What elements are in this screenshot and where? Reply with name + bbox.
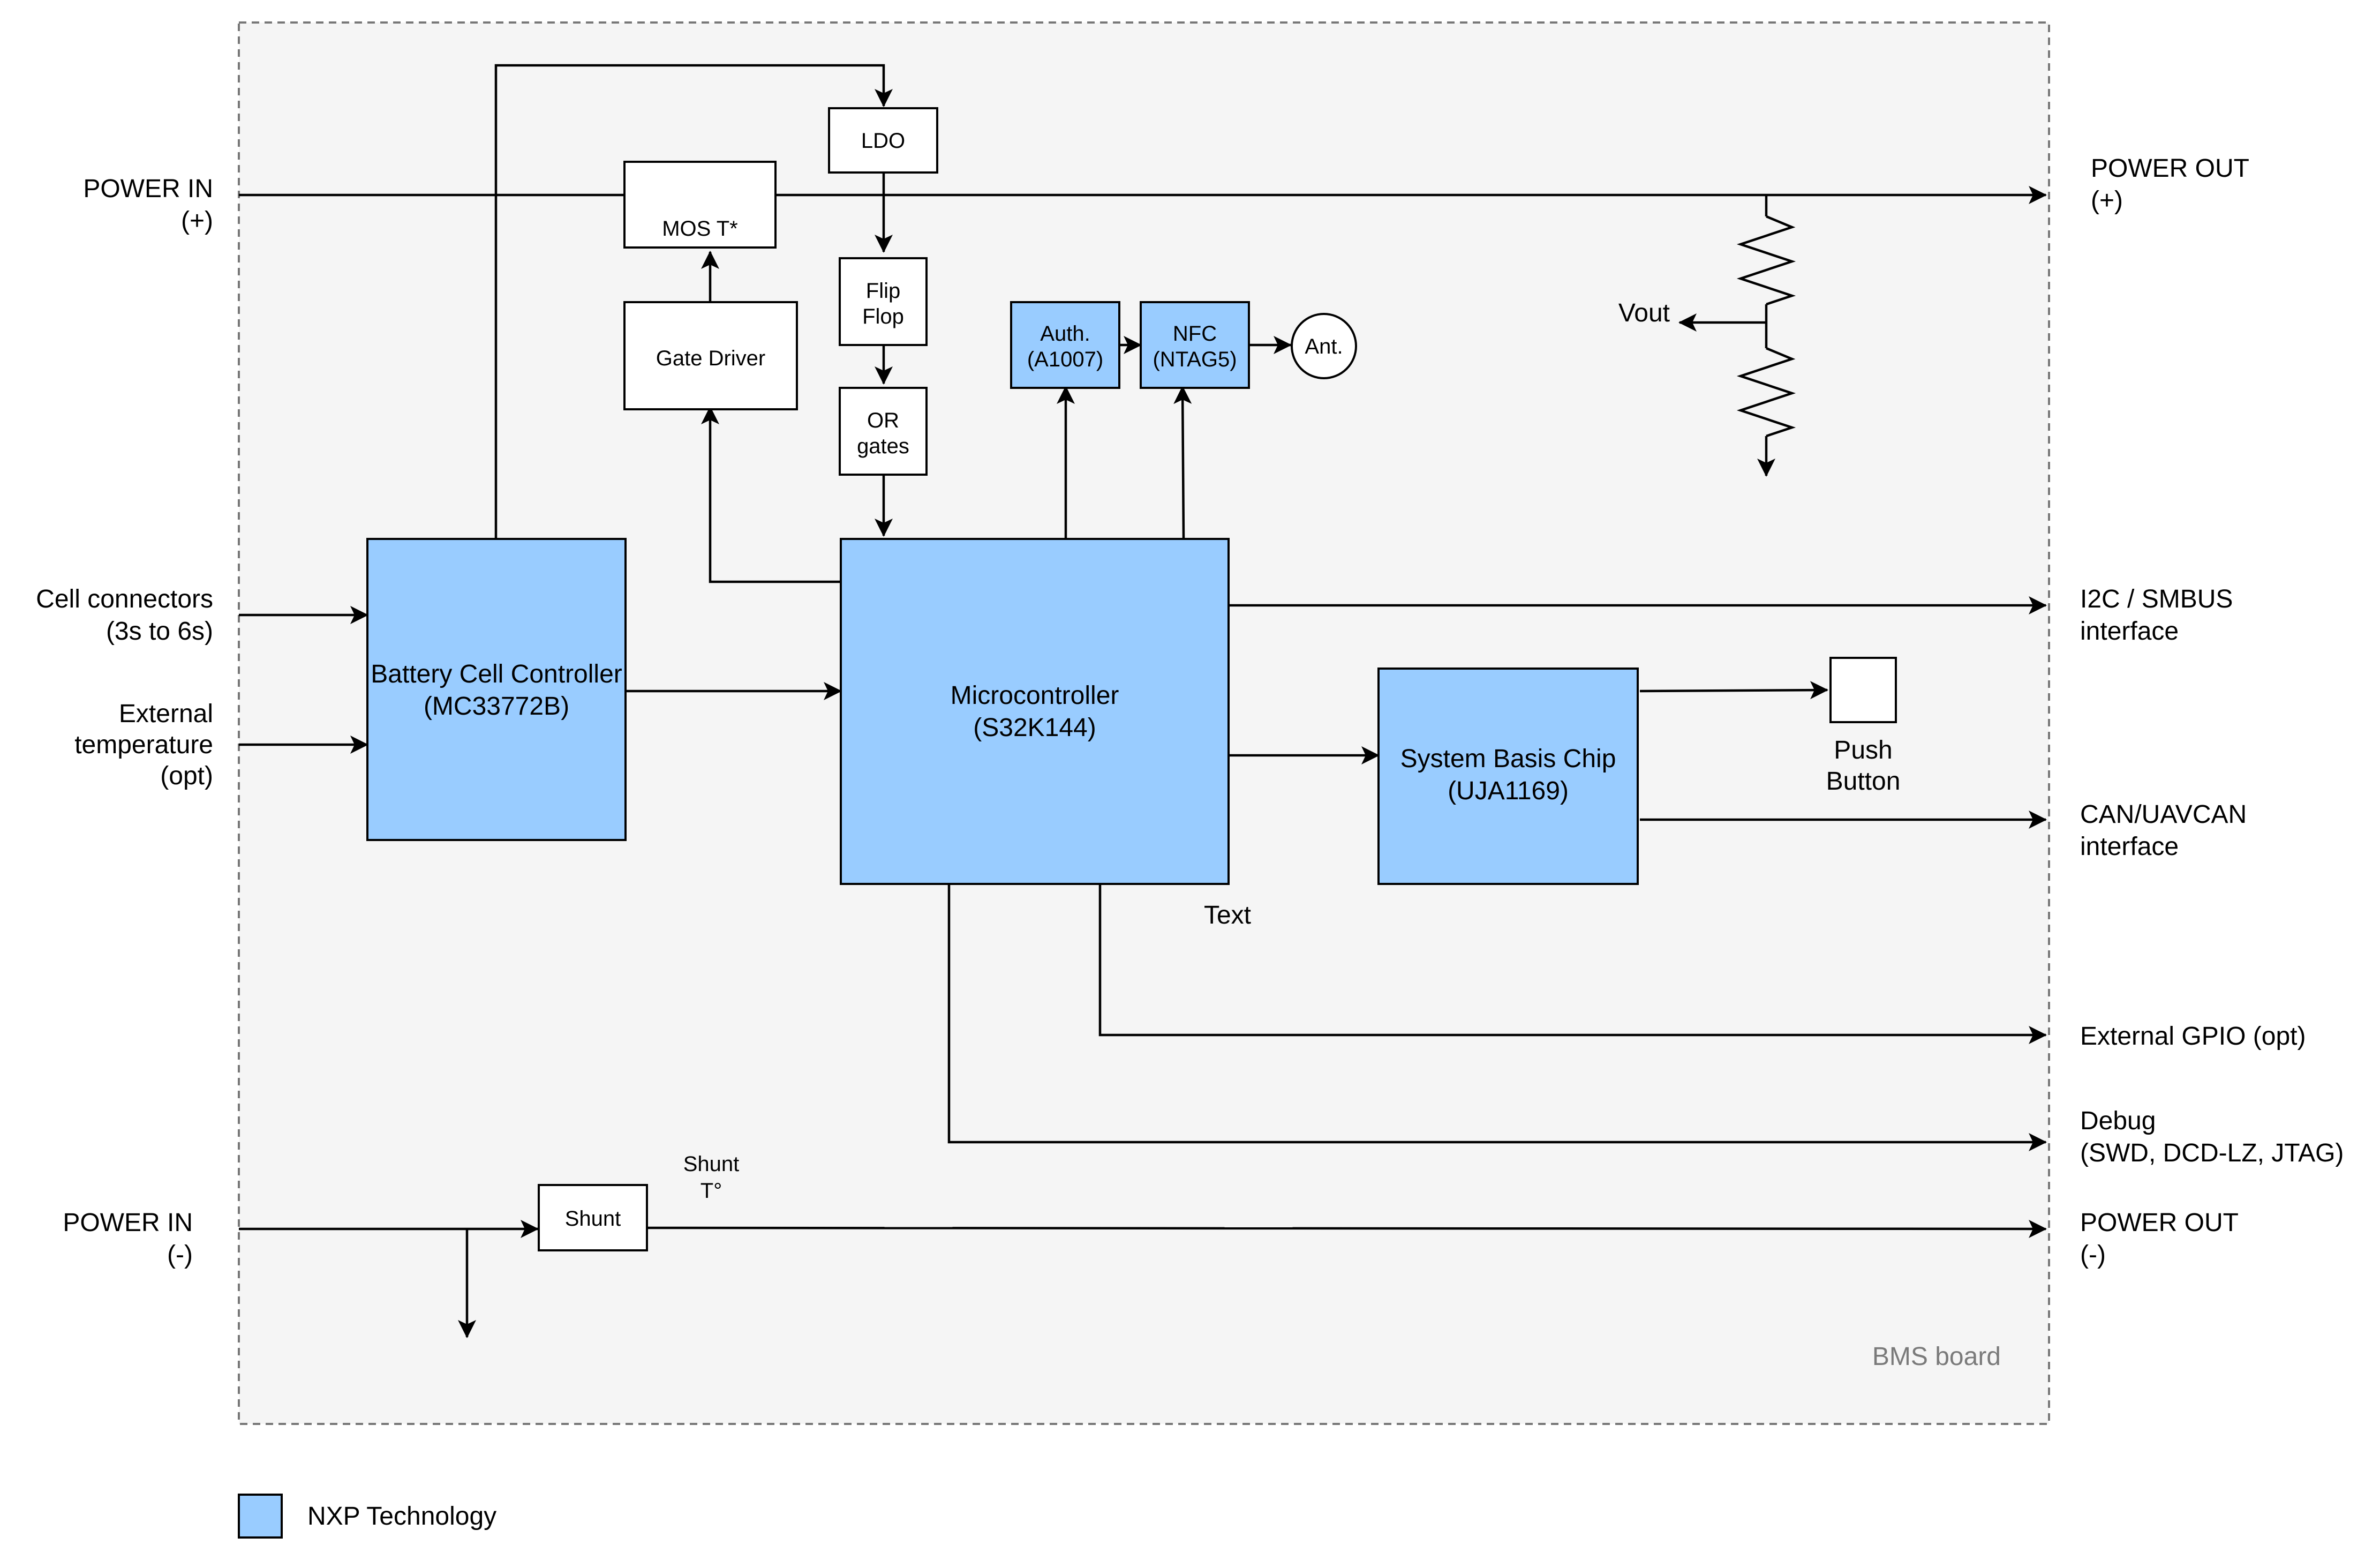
flipflop-label-1: Flip bbox=[866, 279, 900, 303]
gpio-label: External GPIO (opt) bbox=[2080, 1022, 2306, 1051]
cell-connectors-label-2: (3s to 6s) bbox=[106, 617, 213, 646]
auth-block bbox=[1010, 301, 1120, 389]
shunt-block bbox=[538, 1184, 648, 1251]
mcu-to-gate-wire bbox=[701, 406, 841, 583]
legend-swatch bbox=[238, 1494, 283, 1539]
resistor-bottom bbox=[1736, 347, 1796, 438]
mos-label: MOS T* bbox=[662, 217, 738, 241]
mos-block bbox=[623, 161, 777, 249]
power-in-negative-label-1: POWER IN bbox=[63, 1209, 193, 1237]
power-out-negative-label-1: POWER OUT bbox=[2080, 1209, 2239, 1237]
auth-label-2: (A1007) bbox=[1027, 348, 1103, 371]
mcu-to-nfc-wire bbox=[1173, 386, 1192, 539]
sbc-label-2: (UJA1169) bbox=[1448, 777, 1569, 805]
power-in-negative-label-2: (-) bbox=[167, 1241, 193, 1269]
board-label: BMS board bbox=[1872, 1342, 2001, 1371]
mcu-label-2: (S32K144) bbox=[973, 714, 1096, 742]
power-negative-out-wire bbox=[646, 1219, 2047, 1238]
ext-temp-label-3: (opt) bbox=[160, 762, 213, 790]
push-button-label-2: Button bbox=[1826, 767, 1901, 796]
power-out-negative-label-2: (-) bbox=[2080, 1241, 2106, 1269]
text-label: Text bbox=[1204, 901, 1251, 929]
mcu-block bbox=[840, 538, 1230, 885]
nfc-label-2: (NTAG5) bbox=[1153, 348, 1237, 371]
mcu-to-gpio-wire bbox=[1098, 884, 2047, 1044]
bcc-block bbox=[366, 538, 627, 841]
cell-connectors-label-1: Cell connectors bbox=[36, 585, 213, 613]
i2c-label-2: interface bbox=[2080, 617, 2179, 646]
gate-driver-block bbox=[623, 301, 798, 410]
legend-label: NXP Technology bbox=[307, 1502, 496, 1531]
shunt-label: Shunt bbox=[565, 1207, 621, 1231]
ldo-label: LDO bbox=[861, 129, 905, 153]
power-out-positive-label-1: POWER OUT bbox=[2091, 154, 2249, 183]
antenna-label: Ant. bbox=[1305, 335, 1343, 358]
shunt-temp-label-1: Shunt bbox=[683, 1152, 740, 1176]
mcu-to-debug-wire bbox=[947, 884, 2047, 1151]
or-gates-label-2: gates bbox=[857, 434, 909, 458]
i2c-label-1: I2C / SMBUS bbox=[2080, 585, 2233, 613]
push-button-block bbox=[1829, 657, 1897, 723]
flipflop-block bbox=[839, 257, 928, 346]
mcu-label-1: Microcontroller bbox=[951, 681, 1119, 710]
debug-label-2: (SWD, DCD-LZ, JTAG) bbox=[2080, 1139, 2344, 1167]
ext-temp-label-1: External bbox=[119, 700, 213, 728]
auth-label-1: Auth. bbox=[1040, 322, 1090, 346]
shunt-temp-label-2: T° bbox=[701, 1179, 722, 1203]
sbc-block bbox=[1377, 668, 1639, 885]
vout-label: Vout bbox=[1618, 299, 1670, 327]
bcc-to-ldo-wire bbox=[494, 64, 893, 539]
debug-label-1: Debug bbox=[2080, 1107, 2156, 1135]
gate-driver-label: Gate Driver bbox=[656, 347, 766, 370]
push-button-label-1: Push bbox=[1834, 736, 1892, 764]
sbc-to-button-wire bbox=[1639, 681, 1828, 700]
flipflop-label-2: Flop bbox=[862, 305, 904, 328]
bcc-label-1: Battery Cell Controller bbox=[371, 660, 622, 688]
can-label-2: interface bbox=[2080, 832, 2179, 861]
power-out-positive-label-2: (+) bbox=[2091, 186, 2123, 215]
or-gates-label-1: OR bbox=[867, 409, 899, 432]
resistor-top bbox=[1736, 215, 1796, 306]
ldo-block bbox=[828, 107, 938, 174]
can-label-1: CAN/UAVCAN bbox=[2080, 800, 2247, 829]
power-in-positive-label-2: (+) bbox=[181, 207, 213, 235]
antenna-circle bbox=[1291, 313, 1357, 379]
or-gates-block bbox=[839, 387, 928, 476]
bcc-label-2: (MC33772B) bbox=[424, 692, 569, 721]
power-in-positive-label-1: POWER IN bbox=[83, 175, 213, 203]
sbc-label-1: System Basis Chip bbox=[1400, 745, 1616, 773]
ext-temp-label-2: temperature bbox=[74, 731, 213, 759]
nfc-label-1: NFC bbox=[1173, 322, 1217, 346]
nfc-block bbox=[1140, 301, 1250, 389]
